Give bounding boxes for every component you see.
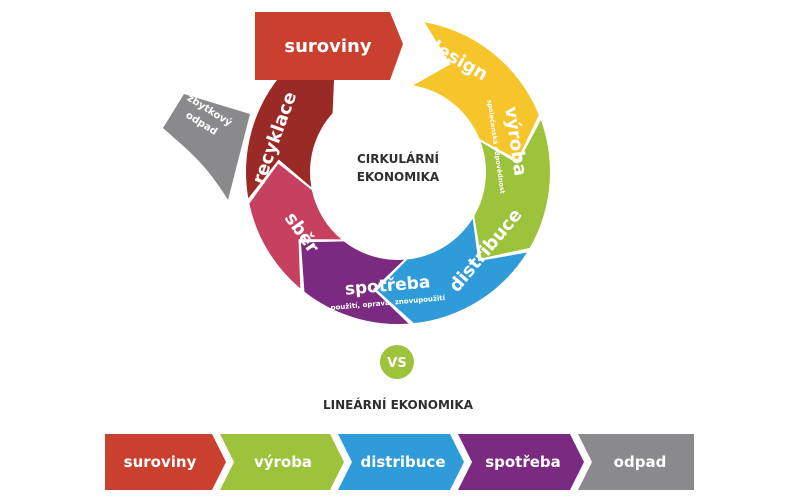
ring-segment-collection: [249, 163, 342, 289]
linear-step-distribution: [338, 434, 464, 490]
ring-segment-design: [413, 22, 539, 160]
versus-label: VS: [387, 356, 406, 371]
linear-step-label: suroviny: [124, 453, 197, 471]
ring-segment-consumption: [300, 241, 409, 324]
linear-step-raw-materials: [105, 434, 226, 490]
ring-segment-recycling: [246, 70, 335, 199]
linear-chain: suroviny výroba distribuce spotřeba odpa…: [105, 434, 694, 490]
circular-title-line2: EKONOMIKA: [357, 170, 440, 184]
linear-title: LINEÁRNÍ EKONOMIKA: [323, 397, 474, 412]
linear-step-waste: [578, 434, 694, 490]
linear-step-production: [220, 434, 344, 490]
circular-title-line1: CIRKULÁRNÍ: [357, 151, 440, 166]
raw-materials-label: suroviny: [284, 36, 371, 57]
raw-materials-arrow: [255, 12, 403, 80]
linear-step-label: distribuce: [361, 453, 446, 471]
linear-step-label: spotřeba: [485, 453, 561, 471]
versus-badge: [380, 345, 414, 379]
ring-segment-production: [474, 120, 550, 259]
linear-step-consumption: [458, 434, 584, 490]
linear-step-label: výroba: [254, 453, 312, 471]
linear-step-label: odpad: [614, 453, 667, 471]
ring-segment-distribution: [377, 218, 527, 324]
residual-waste-arrow: [163, 94, 250, 200]
